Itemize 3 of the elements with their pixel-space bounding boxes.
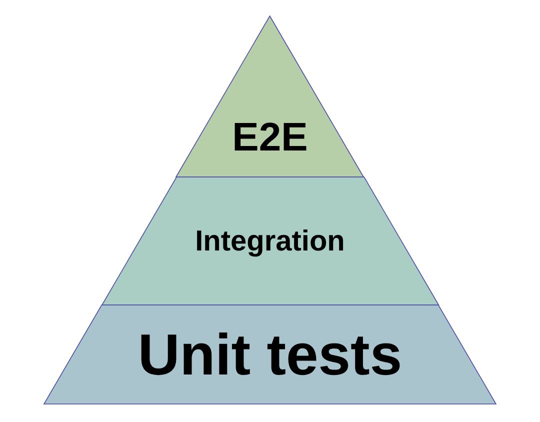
tier-label: Unit tests — [138, 322, 402, 388]
tier-label: Integration — [195, 226, 345, 258]
tier-label: E2E — [232, 116, 308, 160]
